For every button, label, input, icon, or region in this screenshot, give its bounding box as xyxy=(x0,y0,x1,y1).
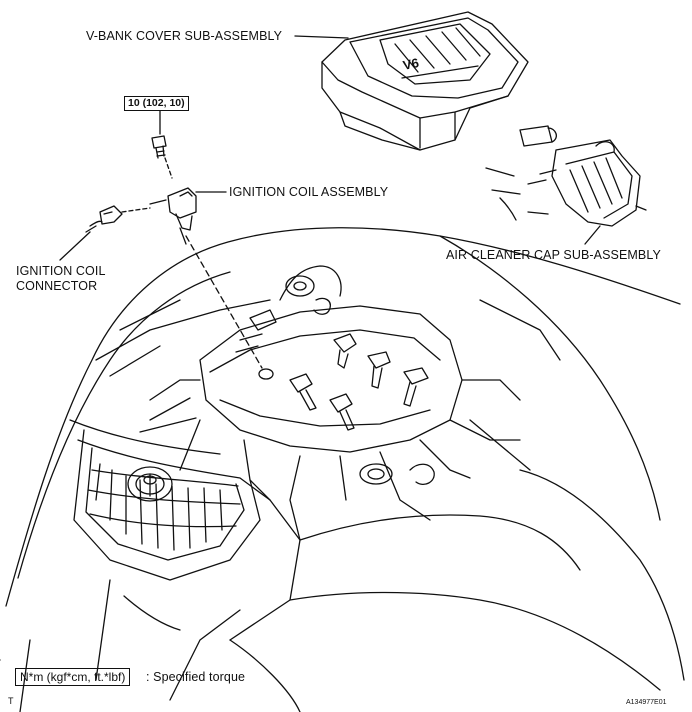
installed-coils-drawing xyxy=(289,333,429,431)
connector-drawing xyxy=(85,205,123,233)
torque-spec-box: 10 (102, 10) xyxy=(124,96,189,111)
bolt-drawing xyxy=(151,135,167,159)
ignition-coil-assembly-label: IGNITION COIL ASSEMBLY xyxy=(229,185,389,199)
car-body-drawing xyxy=(5,227,685,712)
engine-drawing xyxy=(139,265,561,541)
connector-leader xyxy=(59,231,91,261)
v6-emblem: V6 xyxy=(402,55,421,73)
air-cleaner-cap-drawing xyxy=(485,125,647,227)
figure-id: A134977E01 xyxy=(626,699,667,706)
ignition-coil-connector-label-line1: IGNITION COIL xyxy=(16,264,106,278)
air-cleaner-leader xyxy=(584,225,601,245)
torque-legend-description: : Specified torque xyxy=(146,670,246,684)
ignition-coil-drawing xyxy=(149,187,197,245)
v-bank-cover-label: V-BANK COVER SUB-ASSEMBLY xyxy=(86,29,283,43)
air-cleaner-cap-label: AIR CLEANER CAP SUB-ASSEMBLY xyxy=(446,248,661,262)
ignition-coil-connector-label-line2: CONNECTOR xyxy=(16,279,98,293)
v-bank-cover-leader xyxy=(294,35,349,39)
torque-unit-legend-box: N*m (kgf*cm, ft.*lbf) xyxy=(15,668,131,686)
v-bank-cover-drawing: V6 xyxy=(321,11,529,151)
footer-left-mark: T xyxy=(8,696,14,706)
